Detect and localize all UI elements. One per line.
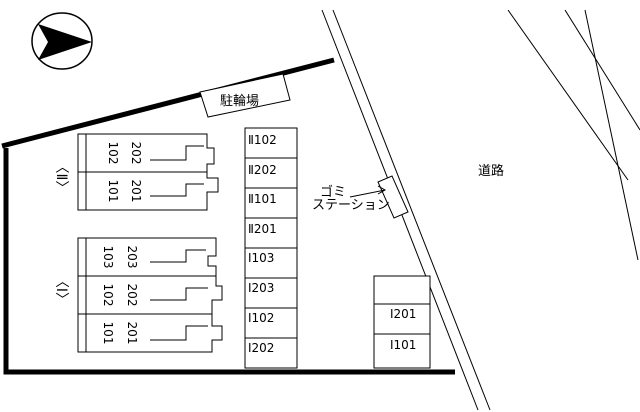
unit-number-bottom: 102 <box>101 284 115 307</box>
parking-space-label: Ⅰ201 <box>390 307 416 321</box>
parking-space-label: Ⅱ202 <box>248 163 277 177</box>
unit-number-top: 201 <box>129 180 143 203</box>
parking-space-label: Ⅱ101 <box>248 192 277 206</box>
parking-space-label: Ⅰ103 <box>248 251 274 265</box>
unit-number-top: 202 <box>125 284 139 307</box>
parking-space-label: Ⅰ203 <box>248 281 274 295</box>
unit-number-top: 203 <box>125 246 139 269</box>
road-label: 道路 <box>478 163 504 179</box>
bicycle-parking-label: 駐輪場 <box>220 93 259 109</box>
building-1: 〈Ⅰ〉 103 203 102 202 101 201 <box>53 237 223 353</box>
parking-space-label: Ⅰ102 <box>248 311 274 325</box>
parking-space-label: Ⅰ101 <box>390 338 416 352</box>
parking-space-label: Ⅰ202 <box>248 341 274 355</box>
unit-number-bottom: 101 <box>101 322 115 345</box>
garbage-station-label-1: ゴミ <box>320 184 346 200</box>
building-2: 〈Ⅱ〉 102 202 101 201 <box>53 133 219 211</box>
building-unit: 101 201 <box>77 313 223 353</box>
parking-space-label: Ⅱ201 <box>248 222 277 236</box>
building-group-label: 〈Ⅱ〉 <box>53 160 69 195</box>
building-unit: 103 203 <box>77 237 217 277</box>
parking-lot-right: Ⅰ201 Ⅰ101 <box>373 275 431 369</box>
garbage-station: ゴミ ステーション <box>312 175 409 219</box>
north-arrow-icon <box>31 12 93 70</box>
unit-number-bottom: 103 <box>101 246 115 269</box>
building-unit: 102 202 <box>77 133 215 173</box>
site-boundary <box>1 57 455 375</box>
garbage-station-label-2: ステーション <box>312 198 390 213</box>
bicycle-parking: 駐輪場 <box>199 73 291 118</box>
building-group-label: 〈Ⅰ〉 <box>53 274 69 306</box>
unit-number-top: 201 <box>125 322 139 345</box>
building-unit: 101 201 <box>77 171 219 211</box>
parking-space-label: Ⅱ102 <box>248 133 277 147</box>
building-unit: 102 202 <box>77 275 223 315</box>
unit-number-bottom: 101 <box>106 180 120 203</box>
unit-number-bottom: 102 <box>106 142 120 165</box>
unit-number-top: 202 <box>129 142 143 165</box>
parking-lot: Ⅱ102 Ⅱ202 Ⅱ101 Ⅱ201 Ⅰ103 Ⅰ203 Ⅰ102 Ⅰ202 <box>244 127 298 369</box>
